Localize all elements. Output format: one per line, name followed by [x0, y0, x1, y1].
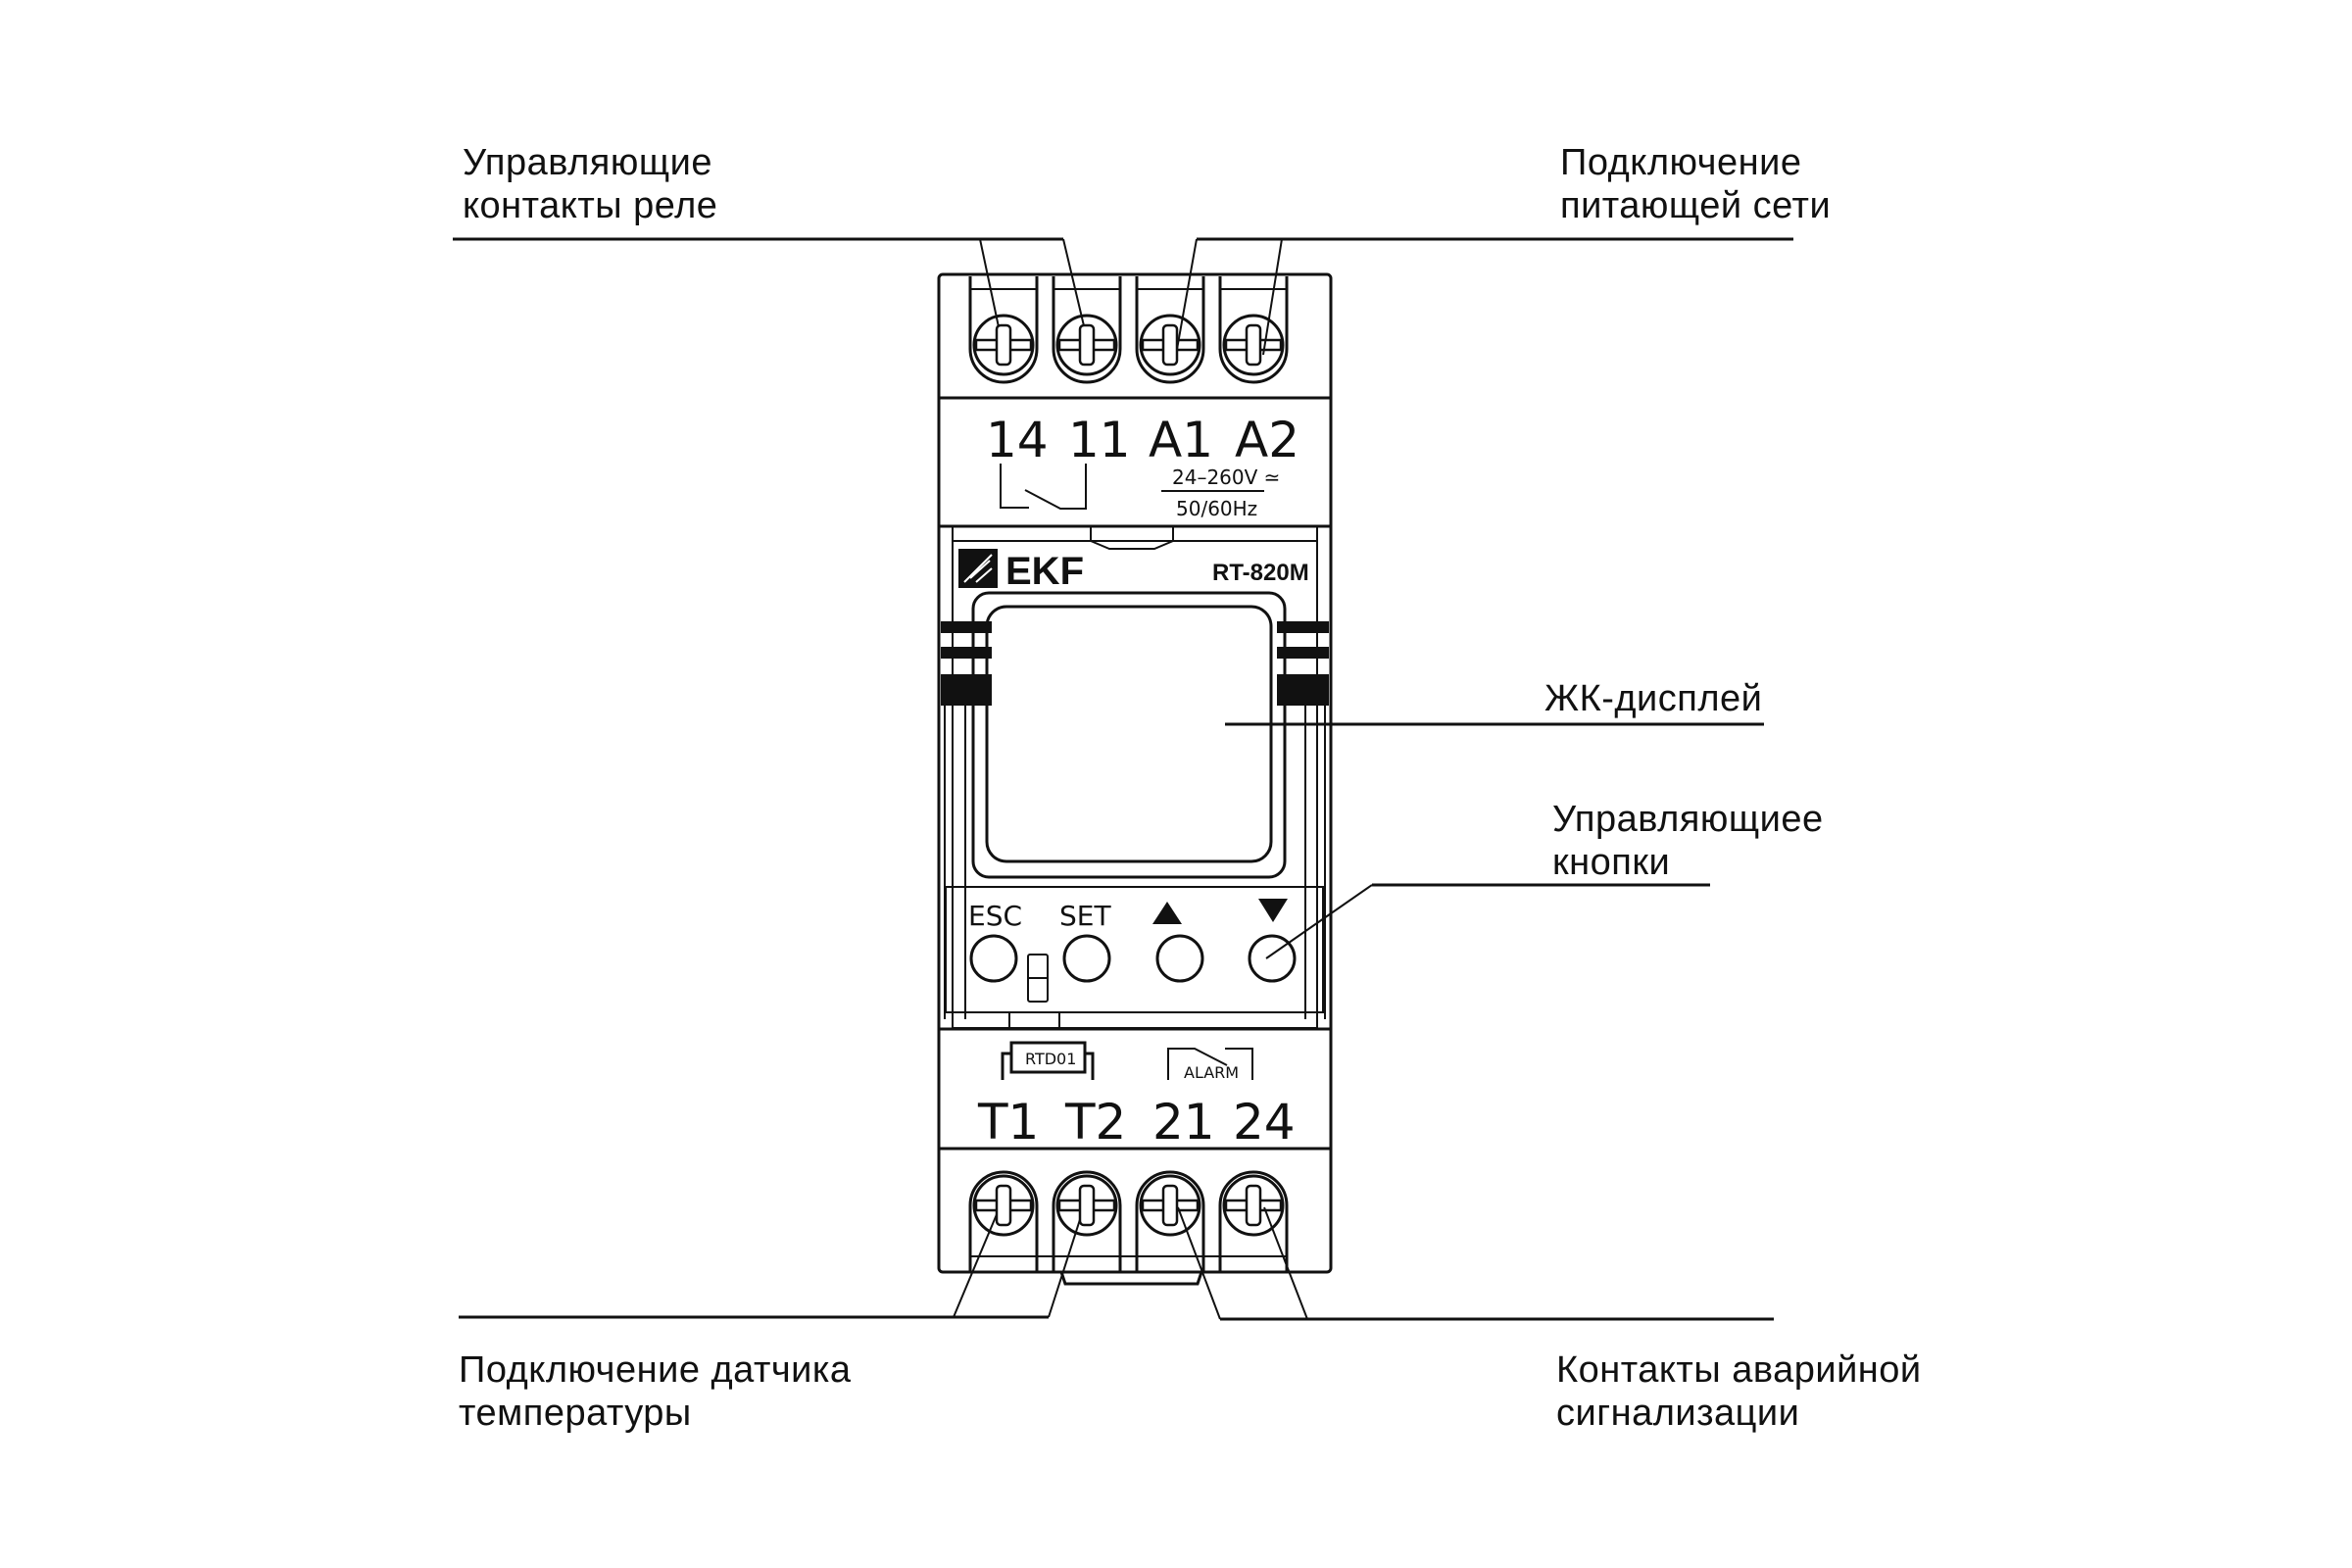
brand-name: EKF [1005, 550, 1084, 593]
terminal-label-24: 24 [1233, 1094, 1296, 1151]
screw-icon [1222, 1174, 1285, 1237]
esc-label: ESC [968, 900, 1022, 932]
device-outline [937, 272, 1333, 1274]
panel-latch [1090, 527, 1174, 550]
callout-line-2: питающей сети [1560, 185, 1831, 226]
panel-inner [952, 525, 1318, 1029]
callout-line-1: Подключение [1560, 142, 1801, 183]
callout-relay-contacts: Управляющие контакты реле [463, 142, 717, 226]
set-button-circle[interactable] [1062, 934, 1111, 983]
set-button[interactable]: SET [1059, 900, 1111, 983]
leader-sensor-t1 [953, 1206, 1001, 1318]
terminal-slot [1135, 276, 1205, 384]
triangle-down-icon [1258, 899, 1288, 922]
leader-power-a1 [1175, 238, 1198, 356]
up-button-circle[interactable] [1155, 934, 1204, 983]
voltage-rating: 24–260V ≃ [1172, 466, 1280, 489]
sensor-leads [1001, 1052, 1095, 1080]
sensor-label: RTD01 [1025, 1050, 1076, 1068]
screw-icon [972, 1174, 1035, 1237]
terminal-slot [1052, 276, 1122, 384]
terminal-label-14: 14 [986, 412, 1049, 468]
terminal-housing [1052, 276, 1122, 384]
terminal-label-a2: A2 [1235, 412, 1299, 468]
callout-temp-sensor: Подключение датчика температуры [459, 1349, 852, 1434]
terminal-label-a1: A1 [1149, 412, 1213, 468]
down-button[interactable] [1248, 899, 1297, 983]
screw-icon [972, 314, 1035, 376]
lcd-display [985, 605, 1273, 863]
bottom-terminal-block [968, 1170, 1289, 1286]
control-buttons: ESC SET [945, 886, 1324, 1013]
callout-line-2: сигнализации [1556, 1393, 1799, 1434]
down-button-circle[interactable] [1248, 934, 1297, 983]
callout-line-1: Управляющие [463, 142, 712, 183]
terminal-housing [968, 1170, 1039, 1271]
front-panel: EKF RT-820M [941, 525, 1329, 1029]
screw-icon [1055, 1174, 1118, 1237]
alarm-contact-symbol-icon [1167, 1048, 1253, 1080]
terminal-housing [1052, 1170, 1122, 1271]
lcd-bezel [971, 591, 1287, 879]
esc-button-circle[interactable] [969, 934, 1018, 983]
screw-icon [1139, 314, 1201, 376]
terminal-housing [1218, 276, 1289, 384]
callout-buttons: Управляющиее кнопки [1552, 799, 1824, 883]
callout-lcd: ЖК-дисплей [1544, 678, 1762, 719]
screw-icon [1055, 314, 1118, 376]
leader-lines [453, 237, 1793, 1321]
terminal-label-t2: T2 [1064, 1094, 1126, 1151]
callout-line-2: кнопки [1552, 842, 1670, 883]
callout-line-1: Управляющиее [1552, 799, 1824, 840]
relay-contact-symbol-icon [1000, 464, 1087, 510]
callout-line-1: ЖК-дисплей [1544, 678, 1762, 719]
frequency-rating: 50/60Hz [1176, 497, 1257, 520]
terminal-label-t1: T1 [977, 1094, 1039, 1151]
sensor-symbol [1009, 1041, 1087, 1074]
model-number: RT-820M [1212, 560, 1309, 586]
ekf-logo: EKF [958, 549, 1084, 593]
terminal-housing [1135, 1170, 1205, 1271]
relay-device: 14 11 A1 A2 24–260V ≃ 50/60Hz EKF RT-820… [937, 272, 1333, 1286]
terminal-slot [1218, 276, 1289, 384]
callout-power-supply: Подключение питающей сети [1560, 142, 1831, 226]
din-clip [1059, 1271, 1203, 1286]
up-button[interactable] [1152, 902, 1204, 983]
terminal-housing [1218, 1170, 1289, 1271]
leader-sensor-t2 [1048, 1206, 1085, 1318]
top-terminal-block [939, 276, 1331, 400]
callout-line-1: Подключение датчика [459, 1349, 852, 1391]
terminal-label-21: 21 [1152, 1094, 1215, 1151]
leader-buttons-diag [1265, 884, 1373, 959]
esc-button[interactable]: ESC [968, 900, 1022, 983]
callout-line-2: контакты реле [463, 185, 717, 226]
bottom-label-band: RTD01 ALARM T1 T2 21 24 [939, 1027, 1331, 1151]
callout-line-2: температуры [459, 1393, 692, 1434]
callout-alarm-contacts: Контакты аварийной сигнализации [1556, 1349, 1922, 1434]
screw-icon [1139, 1174, 1201, 1237]
triangle-up-icon [1152, 902, 1182, 924]
button-area [945, 886, 1324, 1013]
set-label: SET [1059, 900, 1111, 932]
top-label-band: 14 11 A1 A2 24–260V ≃ 50/60Hz [939, 412, 1331, 528]
alarm-label: ALARM [1184, 1063, 1239, 1082]
callout-line-1: Контакты аварийной [1556, 1349, 1922, 1391]
terminal-housing [968, 276, 1039, 384]
terminal-slot [968, 276, 1039, 384]
side-ribs-left [941, 621, 992, 1019]
leader-power-a2 [1262, 238, 1283, 356]
leader-alarm-21 [1177, 1206, 1221, 1320]
terminal-housing [1135, 276, 1205, 384]
terminal-label-11: 11 [1068, 412, 1131, 468]
screw-icon [1222, 314, 1285, 376]
